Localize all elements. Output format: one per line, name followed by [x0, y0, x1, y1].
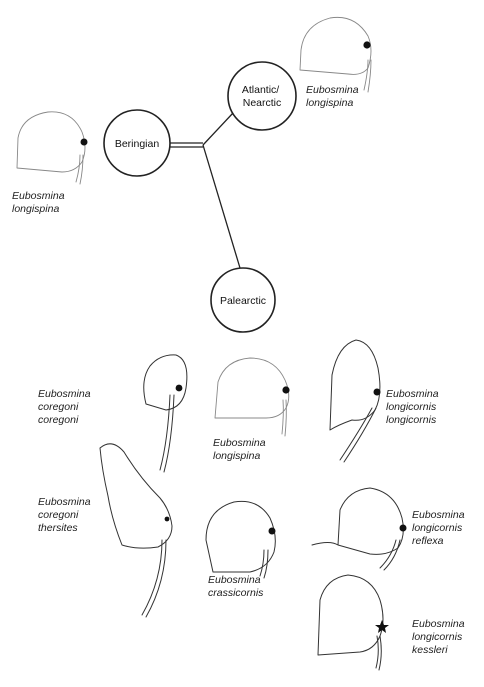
- node-atlantic-label: Atlantic/ Nearctic: [242, 84, 282, 109]
- specimen-left-longispina-eye: [80, 138, 88, 146]
- specimen-top-longispina-antenna: [363, 59, 372, 93]
- specimen-longicornis-longicornis: [329, 339, 381, 463]
- node-palearctic-label: Palearctic: [220, 295, 266, 307]
- node-palearctic-circle: [210, 267, 276, 333]
- specimen-crassicornis-eye: [268, 527, 276, 535]
- specimen-coregoni-coregoni: [143, 354, 188, 473]
- specimen-top-longispina: [299, 16, 372, 93]
- specimen-longicornis-reflexa-eye: [399, 524, 407, 532]
- specimen-coregoni-coregoni-eye: [175, 384, 183, 392]
- node-beringian-label: Beringian: [115, 138, 160, 150]
- specimen-coregoni-thersites: [99, 443, 173, 618]
- specimen-longicornis-longicornis-eye: [373, 388, 381, 396]
- specimen-crassicornis-antenna: [259, 549, 269, 579]
- species-label-mid-longispina: Eubosmina longispina: [213, 437, 268, 462]
- specimen-longicornis-reflexa-body: [311, 487, 404, 555]
- specimen-top-longispina-body: [299, 16, 372, 75]
- specimen-mid-longispina: [214, 357, 290, 437]
- species-label-longicornis-reflexa: Eubosmina longicornis reflexa: [412, 509, 467, 547]
- specimen-top-longispina-eye: [363, 41, 371, 49]
- specimen-longicornis-kessleri-antenna: [375, 635, 382, 671]
- specimen-coregoni-thersites-eye: [164, 516, 170, 522]
- specimen-crassicornis-body: [205, 500, 276, 573]
- species-labels: Eubosmina longispina Eubosmina longispin…: [12, 84, 467, 656]
- node-beringian-circle: [103, 109, 171, 177]
- specimen-mid-longispina-antenna: [281, 399, 287, 437]
- node-palearctic: Palearctic: [210, 267, 276, 333]
- specimen-coregoni-coregoni-antenna: [159, 394, 175, 473]
- specimen-left-longispina: [16, 111, 88, 185]
- species-label-crassicornis: Eubosmina crassicornis: [208, 574, 264, 599]
- species-label-coregoni-thersites: Eubosmina coregoni thersites: [38, 496, 93, 534]
- edge-hub-atlantic: [202, 112, 234, 146]
- specimen-coregoni-coregoni-body: [143, 354, 188, 411]
- specimen-longicornis-kessleri: [317, 574, 389, 671]
- node-atlantic-nearctic: Atlantic/ Nearctic: [227, 61, 297, 131]
- specimen-left-longispina-antenna: [75, 154, 84, 185]
- species-label-top-longispina: Eubosmina longispina: [306, 84, 361, 109]
- edge-hub-palearctic: [202, 144, 241, 269]
- specimen-mid-longispina-body: [214, 357, 290, 419]
- specimen-longicornis-kessleri-body: [317, 574, 384, 656]
- specimen-longicornis-reflexa-antenna: [379, 539, 401, 571]
- tree-edges: [169, 112, 241, 269]
- specimen-coregoni-thersites-antenna: [141, 539, 167, 618]
- node-beringian: Beringian: [103, 109, 171, 177]
- specimen-left-longispina-body: [16, 111, 86, 173]
- specimen-mid-longispina-eye: [282, 386, 290, 394]
- species-label-longicornis-kessleri: Eubosmina longicornis kessleri: [412, 618, 467, 656]
- specimen-coregoni-thersites-body: [99, 443, 173, 549]
- specimen-crassicornis: [205, 500, 276, 579]
- specimen-longicornis-longicornis-body: [329, 339, 381, 431]
- species-label-coregoni-coregoni: Eubosmina coregoni coregoni: [38, 388, 93, 426]
- specimen-longicornis-kessleri-eye: [375, 620, 389, 633]
- specimen-longicornis-longicornis-antenna: [339, 407, 377, 463]
- species-label-left-longispina: Eubosmina longispina: [12, 190, 67, 215]
- node-atlantic-circle: [227, 61, 297, 131]
- species-label-longicornis-longicornis: Eubosmina longicornis longicornis: [386, 388, 441, 426]
- specimen-longicornis-reflexa: [311, 487, 407, 571]
